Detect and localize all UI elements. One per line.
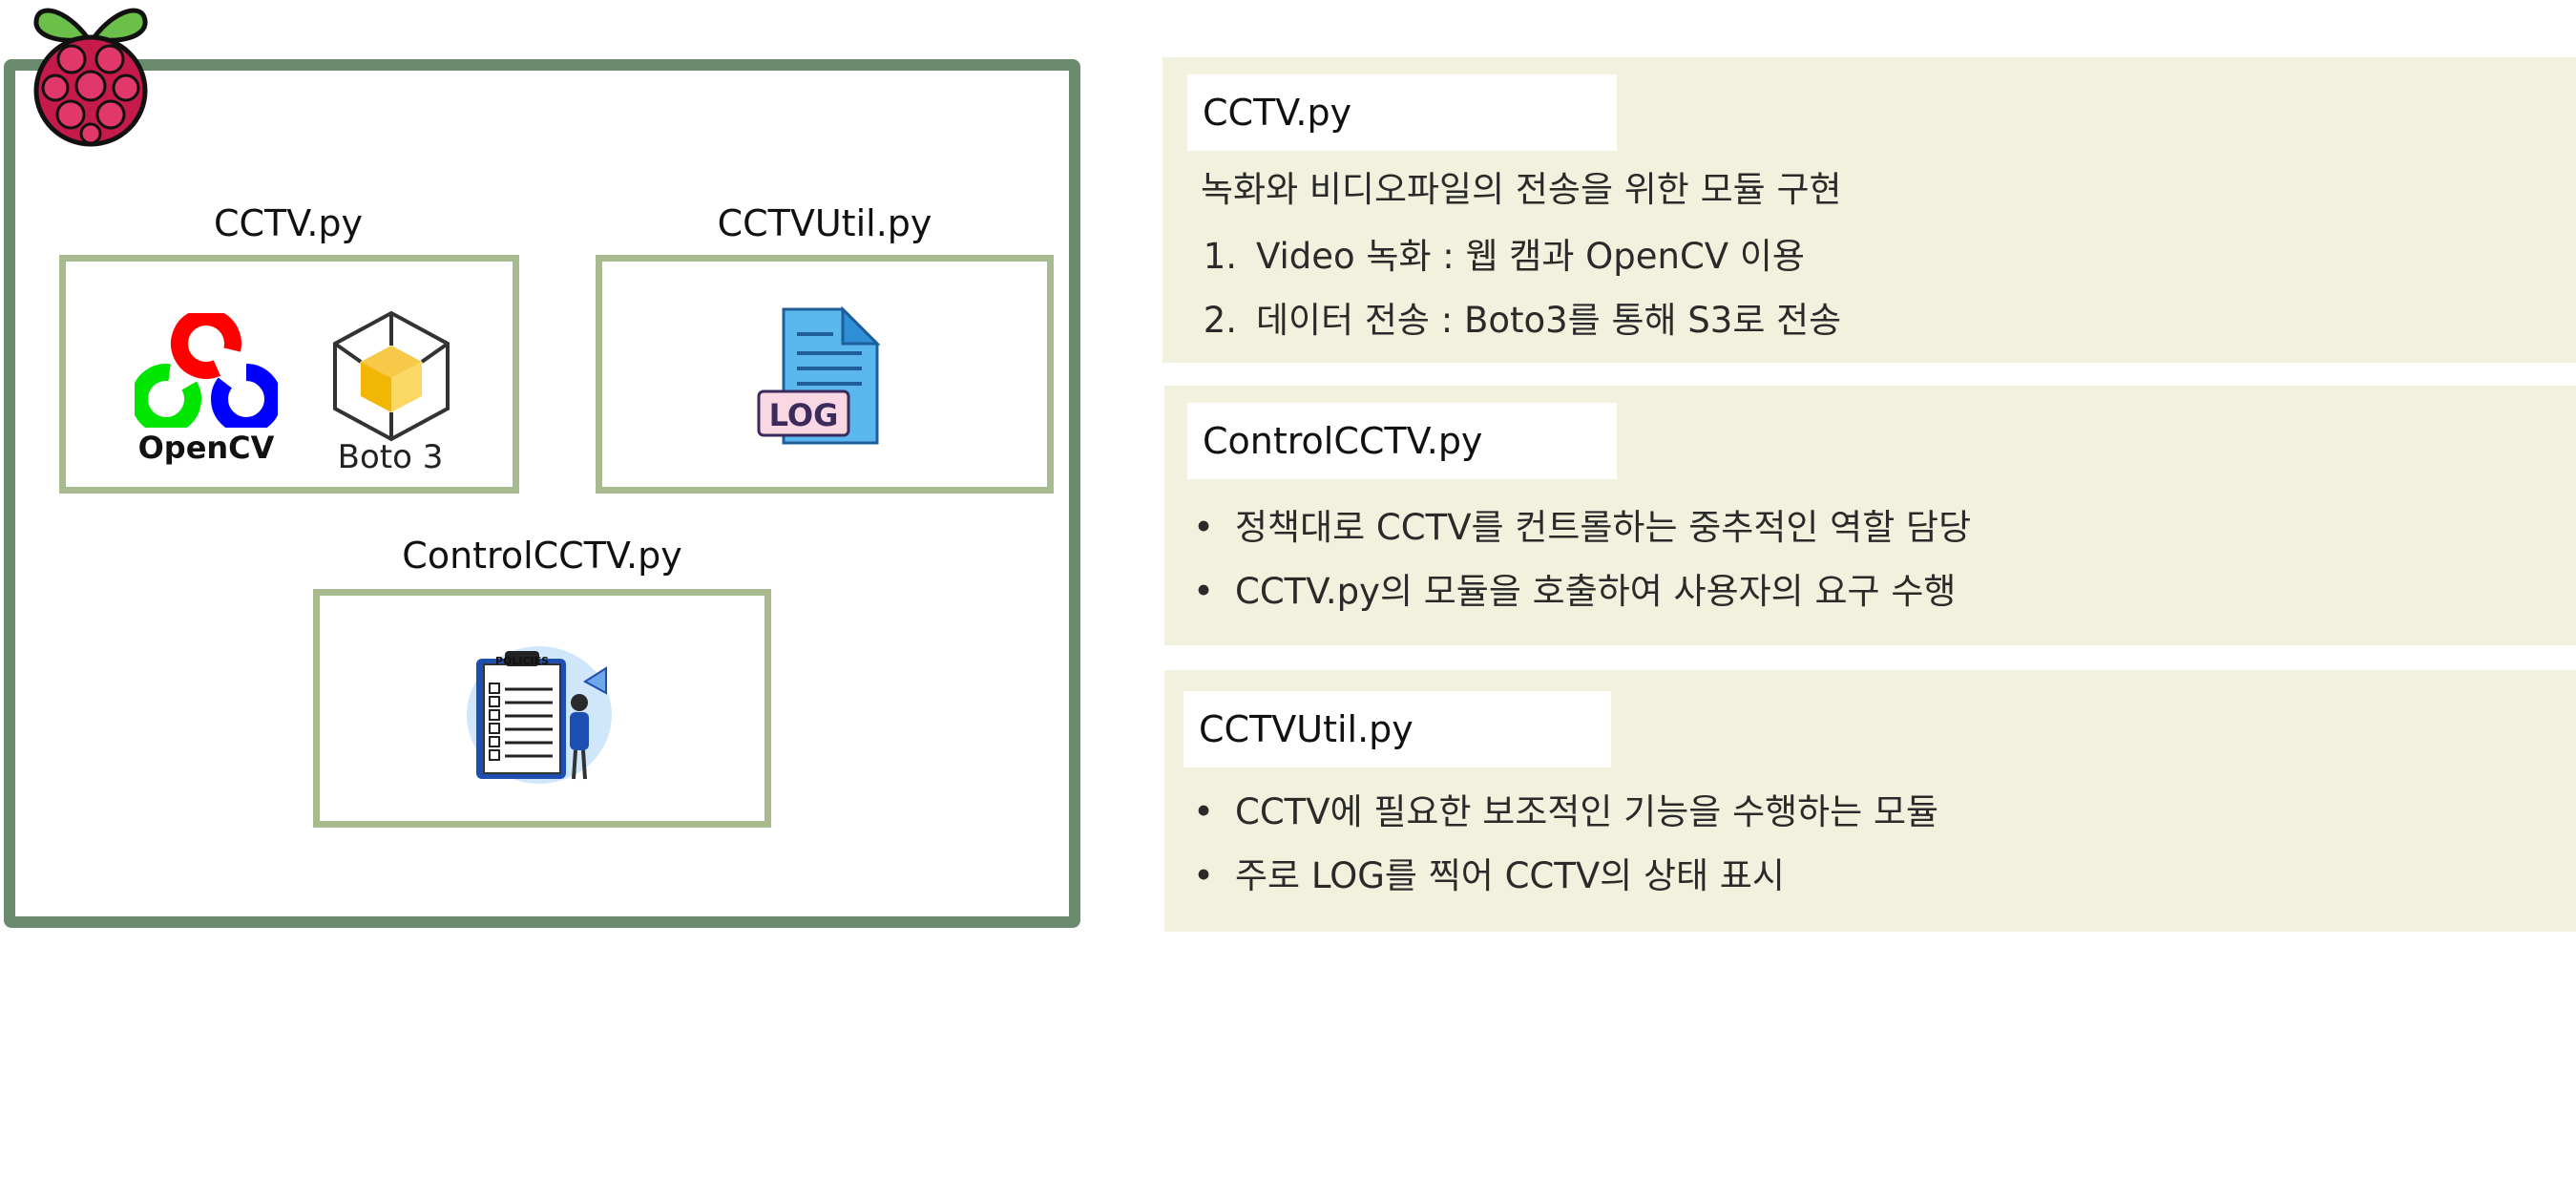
policies-label: POLICIES <box>494 655 550 667</box>
module-box-cctv: OpenCV Boto 3 <box>59 255 519 494</box>
list-item-text: CCTV.py의 모듈을 호출하여 사용자의 요구 수행 <box>1235 571 1957 612</box>
list-item-text: CCTV에 필요한 보조적인 기능을 수행하는 모듈 <box>1235 791 1939 832</box>
panel-cctv: CCTV.py 녹화와 비디오파일의 전송을 위한 모듈 구현 1. Video … <box>1162 57 2576 363</box>
list-item: 2. 데이터 전송 : Boto3를 통해 S3로 전송 <box>1182 291 1842 343</box>
module-box-control: POLICIES <box>313 589 771 828</box>
list-item: • CCTV에 필요한 보조적인 기능을 수행하는 모듈 <box>1187 783 1938 834</box>
module-title-control: ControlCCTV.py <box>402 535 682 577</box>
policies-clipboard-icon <box>467 646 612 784</box>
panel-cctvutil-title: CCTVUtil.py <box>1183 691 1611 767</box>
boto3-cube-icon <box>333 310 450 442</box>
panel-cctv-intro: 녹화와 비디오파일의 전송을 위한 모듈 구현 <box>1201 169 1842 210</box>
list-item-text: 데이터 전송 : Boto3를 통해 S3로 전송 <box>1256 300 1842 341</box>
raspberry-pi-frame <box>4 59 1080 928</box>
raspberry-pi-logo-icon <box>33 8 148 147</box>
list-item: • 정책대로 CCTV를 컨트롤하는 중추적인 역할 담당 <box>1187 498 1971 550</box>
panel-cctv-title: CCTV.py <box>1187 74 1617 151</box>
bullet-marker: • <box>1193 791 1214 832</box>
module-title-cctv: CCTV.py <box>213 202 364 244</box>
list-item-text: 주로 LOG를 찍어 CCTV의 상태 표시 <box>1235 855 1785 896</box>
log-label: LOG <box>768 397 839 433</box>
list-marker: 1. <box>1203 236 1237 277</box>
boto3-label: Boto 3 <box>337 438 444 476</box>
bullet-marker: • <box>1193 855 1214 896</box>
module-box-cctvutil: LOG <box>596 255 1054 494</box>
module-title-cctvutil: CCTVUtil.py <box>717 202 932 244</box>
list-marker: 2. <box>1203 300 1237 341</box>
list-item-text: Video 녹화 : 웹 캠과 OpenCV 이용 <box>1256 236 1805 277</box>
panel-cctvutil: CCTVUtil.py •CCTV에 필요한 보조적인 기능을 수행하는 모듈 … <box>1164 670 2576 932</box>
list-item: • CCTV.py의 모듈을 호출하여 사용자의 요구 수행 <box>1187 562 1956 614</box>
list-item: • 주로 LOG를 찍어 CCTV의 상태 표시 <box>1187 847 1785 898</box>
bullet-marker: • <box>1193 571 1214 612</box>
panel-controlcctv: ControlCCTV.py • 정책대로 CCTV를 컨트롤하는 중추적인 역할… <box>1164 386 2576 645</box>
opencv-logo-icon <box>135 313 278 428</box>
bullet-marker: • <box>1193 507 1214 548</box>
opencv-label: OpenCV <box>137 430 275 466</box>
list-item: 1. Video 녹화 : 웹 캠과 OpenCV 이용 <box>1182 227 1805 279</box>
log-file-icon <box>757 305 881 445</box>
panel-controlcctv-title: ControlCCTV.py <box>1187 403 1617 479</box>
list-item-text: 정책대로 CCTV를 컨트롤하는 중추적인 역할 담당 <box>1235 507 1972 548</box>
